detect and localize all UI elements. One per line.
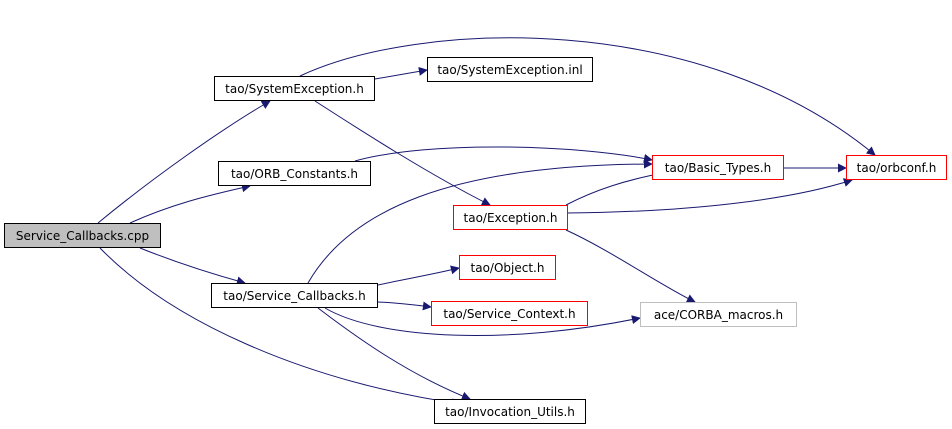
- node-label: tao/ORB_Constants.h: [230, 166, 359, 181]
- node-label: Service_Callbacks.cpp: [15, 228, 150, 243]
- edge-service-callbacks-h-to-corba-macros-h: [324, 307, 641, 336]
- node-label: tao/Service_Callbacks.h: [223, 288, 366, 303]
- node-invocation-utils-h[interactable]: tao/Invocation_Utils.h: [434, 399, 586, 424]
- edge-system-exception-h-to-orbconf-h: [299, 37, 876, 156]
- edge-service-callbacks-cpp-to-invocation-utils-h: [99, 247, 461, 408]
- node-service-callbacks-cpp[interactable]: Service_Callbacks.cpp: [4, 223, 161, 248]
- node-label: tao/orbconf.h: [856, 160, 937, 175]
- edge-exception-h-to-corba-macros-h: [565, 229, 696, 303]
- node-corba-macros-h[interactable]: ace/CORBA_macros.h: [640, 302, 797, 327]
- node-label: tao/Exception.h: [463, 210, 558, 225]
- node-label: tao/Basic_Types.h: [664, 160, 772, 175]
- node-label: tao/SystemException.inl: [437, 62, 583, 77]
- node-service-callbacks-h[interactable]: tao/Service_Callbacks.h: [211, 283, 378, 308]
- node-label: tao/Invocation_Utils.h: [445, 404, 575, 419]
- edge-service-callbacks-h-to-basic-types-h: [307, 159, 653, 284]
- edge-service-callbacks-h-to-service-context-h: [377, 301, 432, 311]
- node-service-context-h[interactable]: tao/Service_Context.h: [431, 301, 588, 326]
- node-label: tao/Object.h: [470, 260, 545, 275]
- node-label: tao/SystemException.h: [225, 81, 364, 96]
- edge-service-callbacks-h-to-object-h: [377, 265, 460, 286]
- node-exception-h[interactable]: tao/Exception.h: [453, 205, 568, 230]
- edge-orb-constants-h-to-basic-types-h: [354, 146, 653, 163]
- node-system-exception-inl[interactable]: tao/SystemException.inl: [427, 57, 593, 82]
- node-basic-types-h[interactable]: tao/Basic_Types.h: [652, 155, 784, 180]
- edge-exception-h-to-orbconf-h: [565, 178, 853, 214]
- edge-service-callbacks-cpp-to-service-callbacks-h: [139, 247, 246, 286]
- node-label: tao/Service_Context.h: [443, 306, 576, 321]
- node-label: ace/CORBA_macros.h: [653, 307, 784, 322]
- edge-service-callbacks-h-to-invocation-utils-h: [317, 307, 471, 401]
- node-system-exception-h[interactable]: tao/SystemException.h: [214, 76, 375, 101]
- node-orb-constants-h[interactable]: tao/ORB_Constants.h: [218, 161, 371, 186]
- node-object-h[interactable]: tao/Object.h: [459, 255, 556, 280]
- edge-system-exception-h-to-system-exception-inl: [374, 66, 428, 80]
- edge-service-callbacks-cpp-to-system-exception-h: [97, 100, 271, 224]
- edge-service-callbacks-cpp-to-orb-constants-h: [129, 183, 251, 224]
- node-orbconf-h[interactable]: tao/orbconf.h: [846, 155, 947, 180]
- edge-system-exception-h-to-exception-h: [314, 100, 491, 206]
